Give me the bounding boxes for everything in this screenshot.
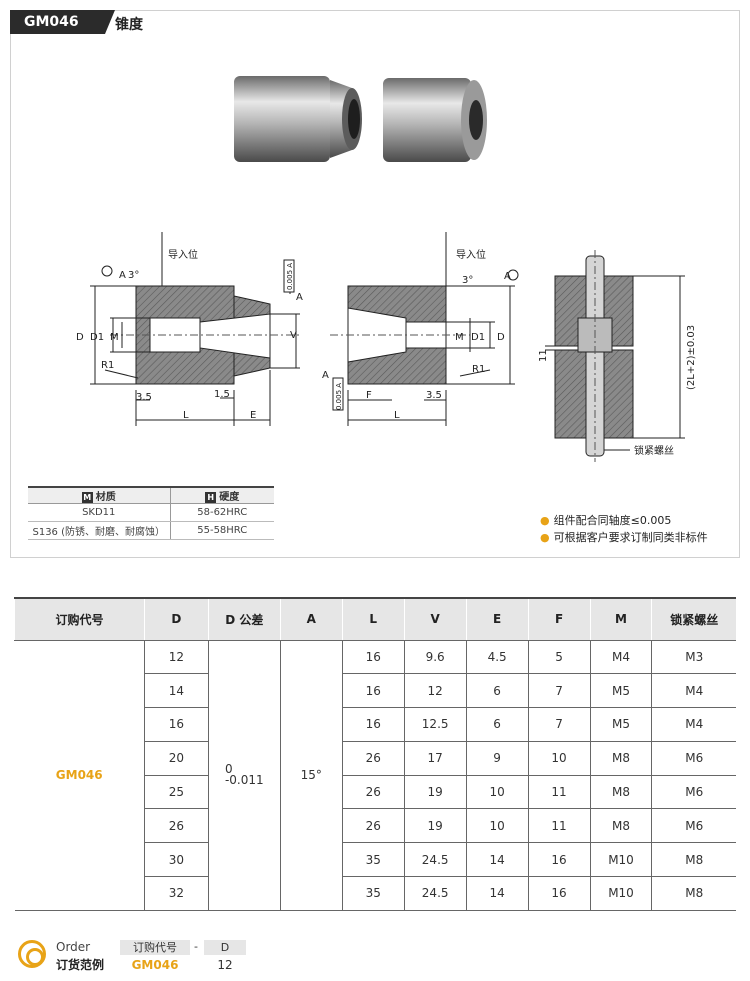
svg-text:3°: 3° <box>462 275 473 286</box>
svg-text:A: A <box>119 270 126 281</box>
svg-text:M: M <box>455 332 464 343</box>
svg-text:A: A <box>296 292 303 303</box>
material-key-icon: M <box>81 491 93 503</box>
svg-text:R1: R1 <box>472 364 485 375</box>
material-row: SKD11 58-62HRC <box>28 503 274 522</box>
col-m: M <box>589 597 652 641</box>
col-d-tol: D 公差 <box>207 597 281 641</box>
col-a: A <box>279 597 343 641</box>
col-d: D <box>143 597 209 641</box>
hardness-key-icon: H <box>205 491 217 503</box>
order-code-cell: GM046 <box>14 640 145 911</box>
svg-text:1.5: 1.5 <box>214 389 230 400</box>
svg-text:0.005 A: 0.005 A <box>286 263 294 290</box>
product-code-tag: GM046 <box>10 10 115 34</box>
table-row: 25 26 19 10 11 M8 M6 <box>15 775 736 810</box>
material-row: S136 (防锈、耐磨、耐腐蚀） 55-58HRC <box>28 521 274 540</box>
bullet-icon: ● <box>540 514 550 527</box>
product-photo <box>234 76 487 162</box>
order-label-en: Order <box>56 940 91 954</box>
middle-section-view <box>330 232 519 426</box>
table-row: 32 35 24.5 14 16 M10 M8 <box>15 876 736 911</box>
table-row: GM046 12 0-0.011 15° 16 9.6 4.5 5 M4 M3 <box>14 640 736 911</box>
order-example: Order 订货范例 订购代号 - D GM046 12 <box>18 938 418 978</box>
svg-text:锁紧螺丝: 锁紧螺丝 <box>634 444 674 457</box>
note-item: ●可根据客户要求订制同类非标件 <box>540 531 708 544</box>
svg-text:导入位: 导入位 <box>456 248 486 261</box>
col-order-code: 订购代号 <box>14 597 145 641</box>
svg-text:M: M <box>110 332 119 343</box>
spec-table: 订购代号 D D 公差 A L V E F M 锁紧螺丝 GM046 12 0-… <box>14 597 736 911</box>
example-separator: - <box>194 940 198 953</box>
spec-header-row: 订购代号 D D 公差 A L V E F M 锁紧螺丝 <box>14 597 736 641</box>
svg-text:R1: R1 <box>101 360 114 371</box>
svg-text:3.5: 3.5 <box>136 392 152 403</box>
col-lock-screw: 锁紧螺丝 <box>651 597 736 641</box>
a-angle-cell: 15° <box>279 640 343 911</box>
svg-text:F: F <box>366 390 372 401</box>
table-row: 14 16 12 6 7 M5 M4 <box>15 673 736 709</box>
svg-text:A: A <box>504 271 511 282</box>
svg-text:D1: D1 <box>471 332 485 343</box>
table-row: 26 26 19 10 11 M8 M6 <box>15 808 736 844</box>
col-f: F <box>527 597 591 641</box>
example-code-header: 订购代号 <box>120 940 190 955</box>
col-l: L <box>341 597 405 641</box>
svg-text:导入位: 导入位 <box>168 248 198 261</box>
svg-text:E: E <box>250 410 256 421</box>
middle-drawing-labels: 导入位 3° A M D1 D A R1 F 3.5 L 0.005 A <box>322 248 511 421</box>
example-d-header: D <box>204 940 246 955</box>
assembly-labels: 11 (2L+2)±0.03 锁紧螺丝 <box>538 325 697 457</box>
svg-text:(2L+2)±0.03: (2L+2)±0.03 <box>686 325 697 390</box>
d-tolerance-cell: 0-0.011 <box>207 640 281 911</box>
product-frame <box>10 10 740 558</box>
product-title: 锥度 <box>115 17 143 33</box>
left-drawing-labels: 导入位 A 3° D D1 M V R1 3.5 1.5 L E A 0.005… <box>76 248 303 421</box>
svg-text:D: D <box>497 332 505 343</box>
svg-text:0.005 A: 0.005 A <box>335 383 343 410</box>
svg-text:V: V <box>290 330 297 341</box>
svg-text:D: D <box>76 332 84 343</box>
notes: ●组件配合同轴度≤0.005 ●可根据客户要求订制同类非标件 <box>540 512 708 546</box>
svg-text:L: L <box>394 410 400 421</box>
left-section-view <box>90 232 300 426</box>
note-item: ●组件配合同轴度≤0.005 <box>540 514 672 527</box>
order-label-cn: 订货范例 <box>56 958 105 972</box>
svg-text:11: 11 <box>538 349 549 362</box>
order-icon <box>18 940 46 968</box>
svg-text:A: A <box>322 370 329 381</box>
svg-text:3°: 3° <box>128 270 139 281</box>
svg-text:D1: D1 <box>90 332 104 343</box>
svg-text:3.5: 3.5 <box>426 390 442 401</box>
bullet-icon: ● <box>540 531 550 544</box>
svg-text:L: L <box>183 410 189 421</box>
table-row: 16 16 12.5 6 7 M5 M4 <box>15 707 736 742</box>
col-e: E <box>465 597 529 641</box>
col-v: V <box>403 597 467 641</box>
example-d-value: 12 <box>217 958 233 972</box>
table-row: 20 26 17 9 10 M8 M6 <box>15 741 736 776</box>
assembly-view <box>545 250 685 462</box>
example-code-value: GM046 <box>131 958 179 972</box>
table-row: 30 35 24.5 14 16 M10 M8 <box>15 842 736 878</box>
technical-drawing: 导入位 A 3° D D1 M V R1 3.5 1.5 L E A 0.005… <box>76 76 697 462</box>
